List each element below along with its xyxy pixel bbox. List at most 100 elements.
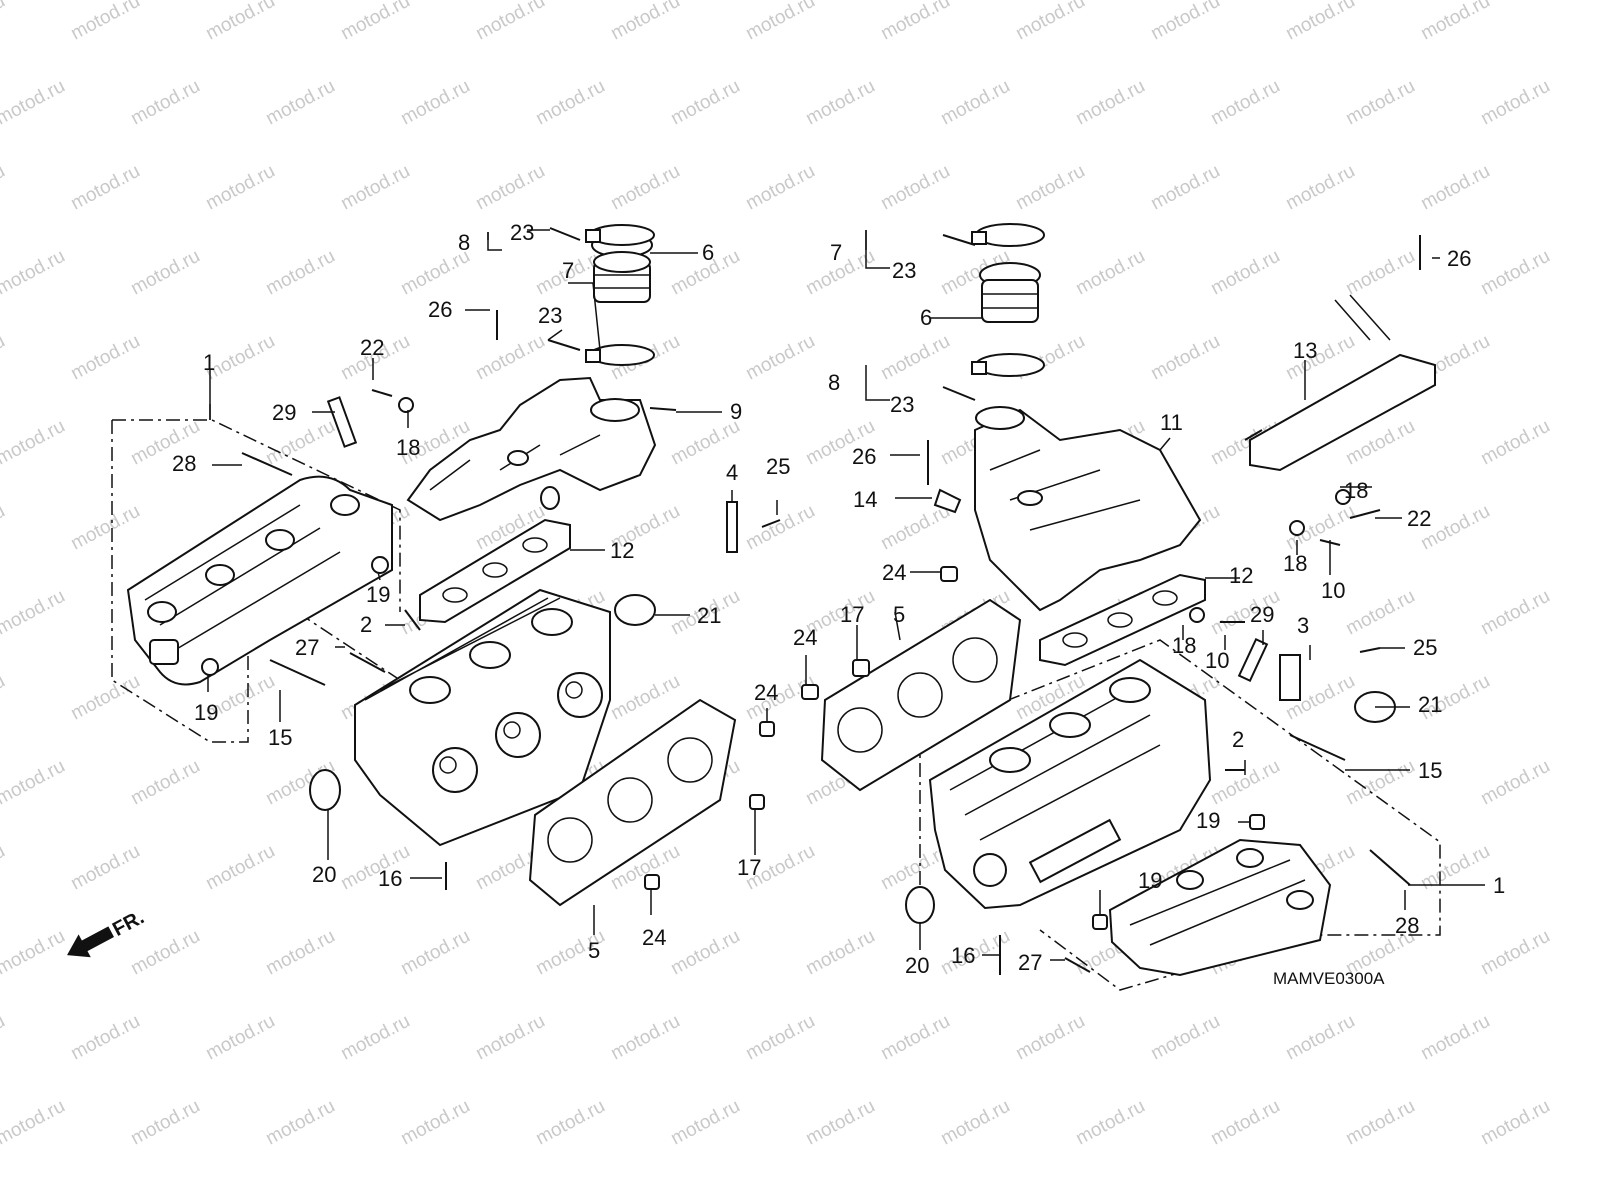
callout-left-6: 6	[702, 240, 714, 265]
watermark-text: motod.ru	[262, 926, 338, 980]
watermark-text: motod.ru	[1477, 586, 1553, 640]
watermark-text: motod.ru	[1477, 756, 1553, 810]
callout-left-24a: 24	[754, 680, 778, 705]
left-intake-manifold	[406, 376, 657, 522]
right-manifold-gasket	[1039, 573, 1206, 667]
right-assembly: 7 23 6 8 23 26 14 24 17 5 24 11 13 26 18…	[793, 223, 1505, 991]
callout-left-1: 1	[203, 350, 215, 375]
watermark-text: motod.ru	[742, 0, 818, 44]
callout-right-14: 14	[853, 487, 877, 512]
watermark-text: motod.ru	[1207, 246, 1283, 300]
watermark-text: motod.ru	[607, 161, 683, 215]
callout-left-18: 18	[396, 435, 420, 460]
callout-left-28: 28	[172, 451, 196, 476]
watermark-text: motod.ru	[67, 841, 143, 895]
callout-left-12: 12	[610, 538, 634, 563]
left-assembly: 1 28 29 22 18 26 8 23 7 23 6 9 4 25 12 1…	[111, 220, 790, 963]
watermark-text: motod.ru	[937, 926, 1013, 980]
callout-right-10b: 10	[1205, 648, 1229, 673]
callout-left-2: 2	[360, 612, 372, 637]
callout-left-26: 26	[428, 297, 452, 322]
callout-right-28: 28	[1395, 913, 1419, 938]
watermark-text: motod.ru	[1417, 1011, 1493, 1065]
watermark-text: motod.ru	[1282, 161, 1358, 215]
watermark-text: motod.ru	[0, 756, 69, 810]
callout-right-24b: 24	[793, 625, 817, 650]
watermark-text: motod.ru	[202, 841, 278, 895]
left-leader-lines	[207, 229, 778, 935]
callout-right-18a: 18	[1344, 478, 1368, 503]
left-manifold-gasket	[419, 518, 571, 624]
watermark-text: motod.ru	[1147, 0, 1223, 44]
callout-right-12: 12	[1229, 563, 1253, 588]
watermark-text: motod.ru	[607, 1011, 683, 1065]
watermark-text: motod.ru	[802, 926, 878, 980]
watermark-text: motod.ru	[1342, 246, 1418, 300]
watermark-text: motod.ru	[1342, 76, 1418, 130]
callout-right-19a: 19	[1196, 808, 1220, 833]
right-bolts	[927, 234, 1421, 975]
watermark-text: motod.ru	[1147, 161, 1223, 215]
watermark-text: motod.ru	[127, 926, 203, 980]
diagram-code: MAMVE0300A	[1273, 969, 1385, 988]
watermark-text: motod.ru	[472, 161, 548, 215]
callout-left-5: 5	[588, 938, 600, 963]
watermark-text: motod.ru	[127, 756, 203, 810]
watermark-text: motod.ru	[202, 161, 278, 215]
watermark-text: motod.ru	[1477, 76, 1553, 130]
watermark-text: motod.ru	[0, 671, 9, 725]
watermark-text: motod.ru	[67, 331, 143, 385]
callout-left-9: 9	[730, 399, 742, 424]
callout-right-24a: 24	[882, 560, 906, 585]
callout-right-3: 3	[1297, 613, 1309, 638]
callout-right-27: 27	[1018, 950, 1042, 975]
left-callouts: 1 28 29 22 18 26 8 23 7 23 6 9 4 25 12 1…	[172, 220, 790, 963]
watermark-text: motod.ru	[937, 1096, 1013, 1150]
watermark-text: motod.ru	[0, 331, 9, 385]
watermark-text: motod.ru	[262, 246, 338, 300]
callout-left-4: 4	[726, 460, 738, 485]
right-camshaft-holder	[1108, 838, 1332, 977]
watermark-text: motod.ru	[742, 501, 818, 555]
watermark-text: motod.ru	[127, 246, 203, 300]
watermark-text: motod.ru	[337, 1011, 413, 1065]
callout-left-20: 20	[312, 862, 336, 887]
right-cylinder-head	[928, 658, 1212, 910]
callout-right-25: 25	[1413, 635, 1437, 660]
watermark-text: motod.ru	[67, 0, 143, 44]
watermark-text: motod.ru	[0, 416, 69, 470]
watermark-text: motod.ru	[1147, 331, 1223, 385]
right-intake-manifold	[974, 406, 1202, 612]
callout-right-23b: 23	[890, 392, 914, 417]
watermark-text: motod.ru	[1417, 0, 1493, 44]
callout-left-16: 16	[378, 866, 402, 891]
watermark-text: motod.ru	[0, 501, 9, 555]
watermark-text: motod.ru	[802, 1096, 878, 1150]
watermark-text: motod.ru	[0, 1096, 69, 1150]
right-intake-insulator	[979, 262, 1041, 323]
watermark-text: motod.ru	[67, 501, 143, 555]
callout-left-29: 29	[272, 400, 296, 425]
right-fuel-rail	[1244, 294, 1436, 472]
watermark-text: motod.ru	[1072, 1096, 1148, 1150]
watermark-text: motod.ru	[667, 926, 743, 980]
watermark-text: motod.ru	[397, 926, 473, 980]
watermark-text: motod.ru	[0, 586, 69, 640]
right-leader-lines	[805, 230, 1485, 961]
watermark-text: motod.ru	[1147, 1011, 1223, 1065]
watermark-text: motod.ru	[1282, 0, 1358, 44]
callout-right-17: 17	[840, 602, 864, 627]
watermark-text: motod.ru	[262, 1096, 338, 1150]
left-camshaft-holder	[126, 475, 393, 686]
watermark-text: motod.ru	[67, 161, 143, 215]
watermark-text: motod.ru	[0, 76, 69, 130]
callout-right-18b: 18	[1283, 551, 1307, 576]
watermark-text: motod.ru	[1072, 246, 1148, 300]
callout-right-8: 8	[828, 370, 840, 395]
right-callouts: 7 23 6 8 23 26 14 24 17 5 24 11 13 26 18…	[793, 240, 1505, 978]
callout-left-24b: 24	[642, 925, 666, 950]
watermark-text: motod.ru	[742, 161, 818, 215]
watermark-text: motod.ru	[1207, 1096, 1283, 1150]
callout-right-26a: 26	[852, 444, 876, 469]
callout-left-19a: 19	[366, 582, 390, 607]
